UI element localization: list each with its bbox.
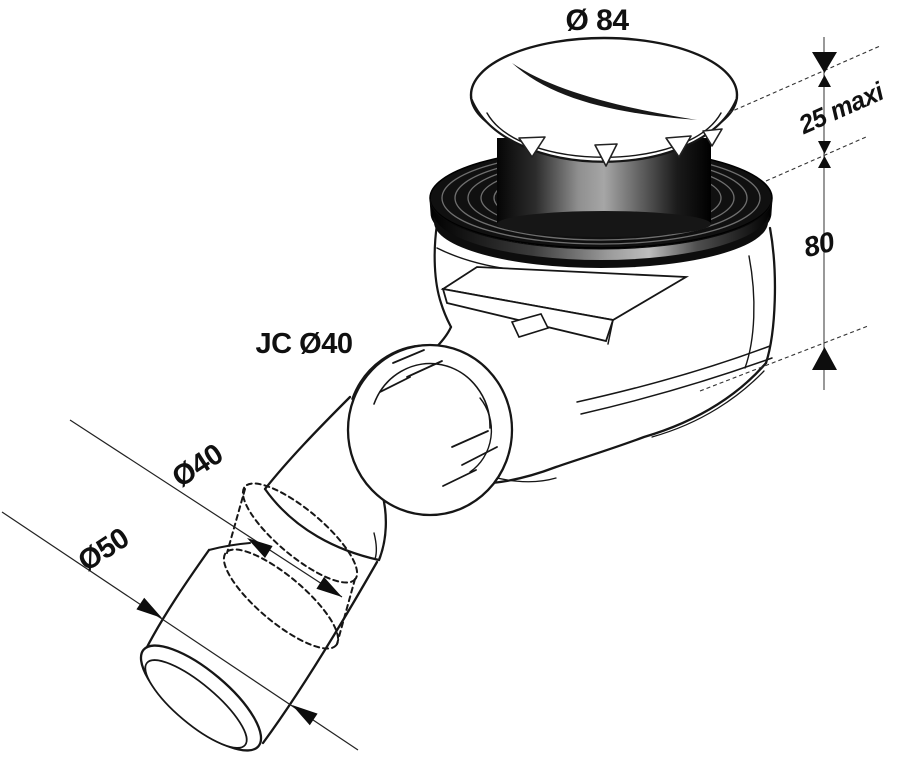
gasket-bottom-lip [433, 212, 769, 268]
label-joint: JC Ø40 [255, 328, 353, 360]
pipe-bell-rim [263, 487, 381, 562]
leader-arrowheads [136, 538, 342, 726]
sleeve-end-rim-inner [144, 659, 248, 749]
body-seam-line [580, 357, 773, 415]
cap-prongs [518, 128, 723, 167]
body-chamfer-face [441, 287, 615, 343]
hidden-insert-dashes [222, 482, 359, 650]
extension-line-body-bottom [699, 325, 869, 392]
compression-nut [346, 343, 514, 517]
trap-body [386, 205, 777, 485]
leader-line-d40 [69, 419, 343, 598]
dimension-arrowheads [812, 52, 837, 370]
nut-ribs [379, 349, 498, 487]
dimension-lines [1, 37, 881, 751]
outlet-sleeve [132, 541, 379, 752]
label-cap-diameter: Ø 84 [565, 4, 629, 37]
extension-line-flange [765, 136, 867, 182]
body-seam-line [576, 345, 771, 403]
body-tab [510, 313, 550, 338]
